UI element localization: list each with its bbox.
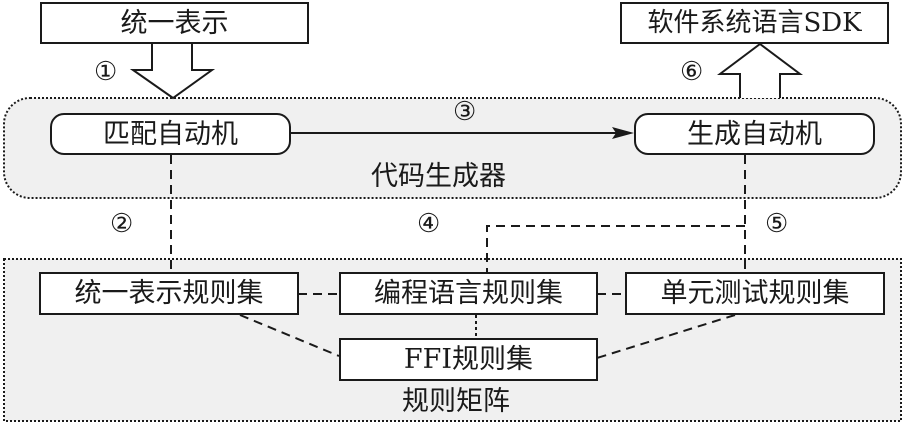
code-generator-label: 代码生成器 [371,161,506,192]
step-5-label: ⑤ [765,209,789,239]
unit-test-rules-label: 单元测试规则集 [660,278,850,309]
unit-test-rules-box: 单元测试规则集 [625,272,885,315]
step-4-label: ④ [417,209,441,239]
unified-representation-label: 统一表示 [120,7,229,39]
dashed-link-generate-language [486,225,745,272]
unified-rules-box: 统一表示规则集 [39,272,299,315]
step-6-label: ⑥ [680,57,704,87]
match-automaton-label: 匹配自动机 [103,118,238,150]
hollow-arrow-up-icon [717,42,803,98]
rule-matrix-label: 规则矩阵 [402,386,510,417]
step-1-label: ① [94,57,118,87]
arrowhead-icon [612,127,634,139]
step-3-label: ③ [453,97,477,127]
software-sdk-label: 软件系统语言SDK [647,8,862,38]
ffi-rules-box: FFI规则集 [339,338,598,381]
software-sdk-box: 软件系统语言SDK [620,2,889,44]
hollow-arrow-down-icon [129,44,216,100]
step-2-label: ② [110,209,134,239]
generate-automaton-box: 生成自动机 [634,113,875,155]
dashed-link-unittest-ffi [596,314,736,359]
language-rules-label: 编程语言规则集 [374,278,563,309]
dashed-link-unified-ffi [239,314,340,357]
unified-representation-box: 统一表示 [40,2,309,44]
language-rules-box: 编程语言规则集 [339,272,598,315]
ffi-rules-label: FFI规则集 [403,344,534,375]
match-automaton-box: 匹配自动机 [50,113,291,155]
generate-automaton-label: 生成自动机 [687,118,822,150]
unified-rules-label: 统一表示规则集 [74,278,264,309]
